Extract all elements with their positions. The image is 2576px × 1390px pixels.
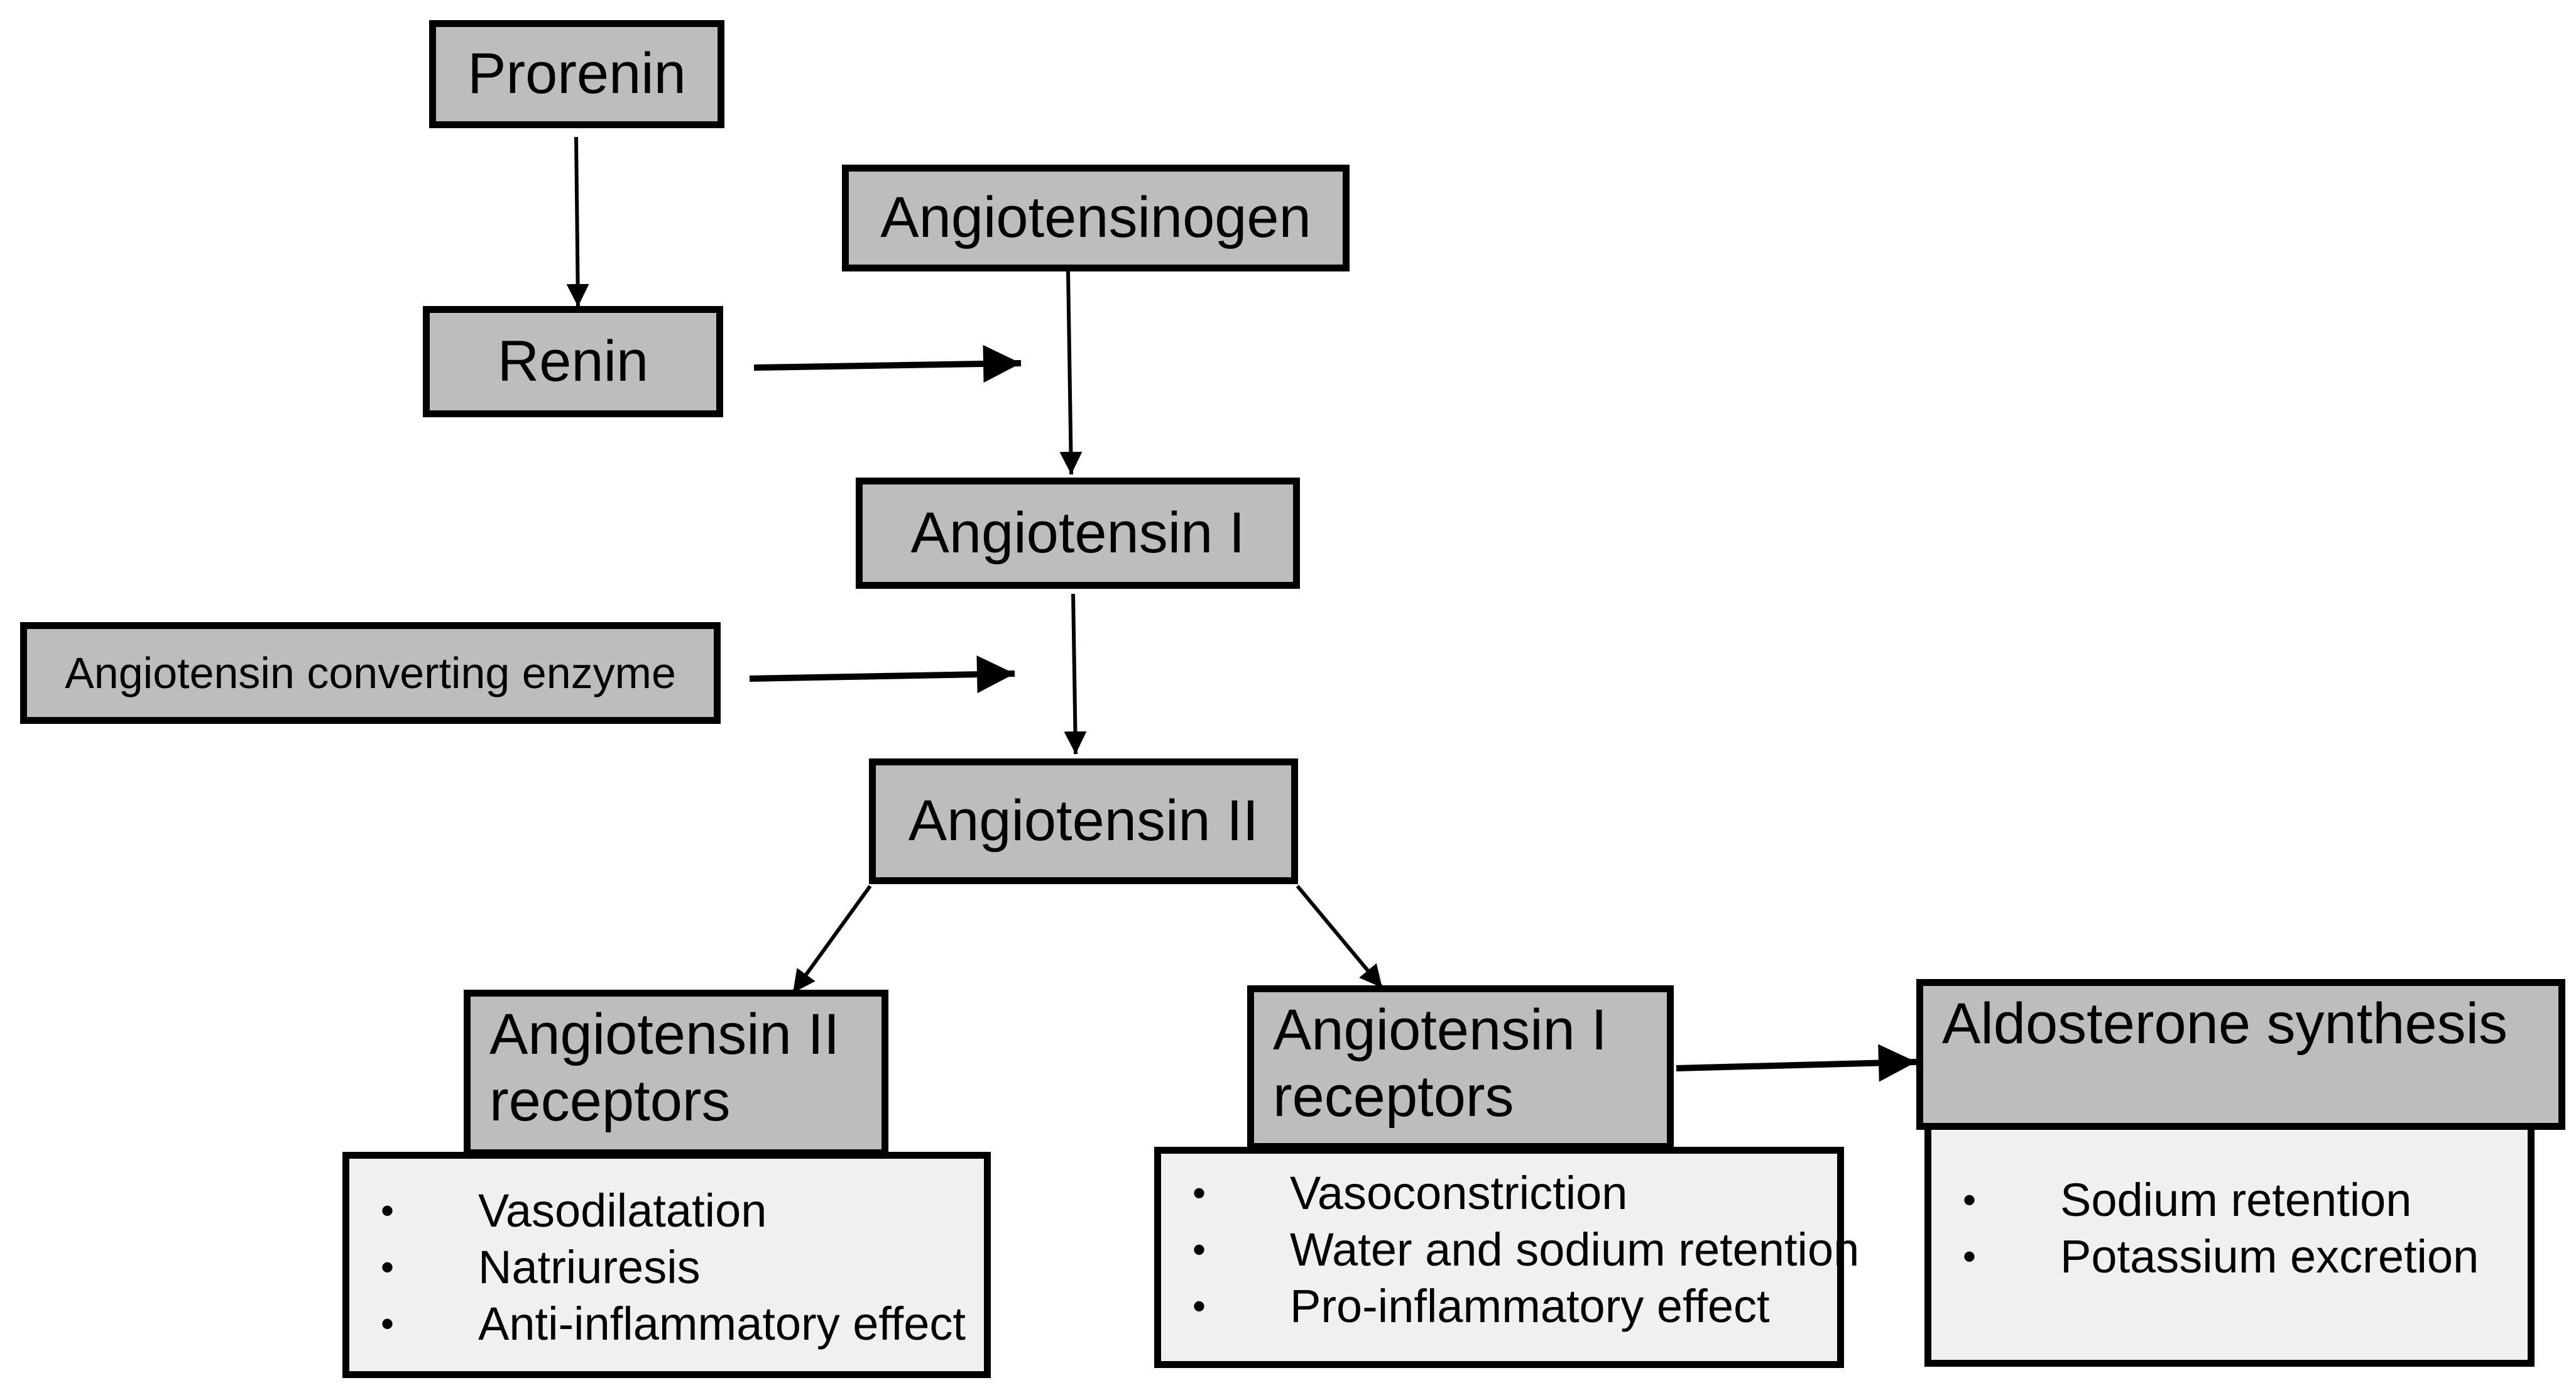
arrow-renin-to-pathway [753,344,1022,383]
prorenin-box: Prorenin [429,20,724,128]
effect-item: • Sodium retention [1931,1172,2528,1229]
angiotensinogen-label: Angiotensinogen [880,185,1311,250]
effect-item: • Vasodilatation [349,1183,984,1239]
angiotensin-2-label: Angiotensin II [908,789,1259,853]
aldosterone-effects-box: • Sodium retention • Potassium excretion [1924,1123,2535,1367]
bullet: • [1963,1235,1977,1278]
bullet: • [1192,1229,1206,1271]
arrow-at1-receptors-to-aldosterone [1676,1044,1917,1082]
effect-label: Natriuresis [478,1241,701,1293]
effect-item: • Vasoconstriction [1161,1165,1837,1222]
effect-item: • Potassium excretion [1931,1229,2528,1285]
arrow-angiotensinogen-to-angiotensin-1 [1059,271,1083,475]
effect-label: Vasodilatation [478,1185,767,1237]
arrow-angiotensin-2-to-at2-receptors [791,885,872,994]
effect-item: • Pro-inflammatory effect [1161,1278,1837,1335]
ace-label: Angiotensin converting enzyme [65,648,676,698]
at2-receptors-label: Angiotensin II receptors [489,1002,840,1133]
ace-box: Angiotensin converting enzyme [20,622,721,724]
bullet: • [1963,1179,1977,1221]
arrow-angiotensin-2-to-at1-receptors [1296,885,1384,989]
effect-item: • Water and sodium retention [1161,1222,1859,1278]
effect-label: Vasoconstriction [1290,1167,1628,1219]
effect-label: Anti-inflammatory effect [478,1298,966,1350]
at2-effects-box: • Vasodilatation • Natriuresis • Anti-infla… [342,1152,991,1378]
effect-item: • Anti-inflammatory effect [349,1296,984,1352]
at1-receptors-label: Angiotensin I receptors [1273,998,1607,1129]
angiotensin-1-label: Angiotensin I [910,500,1245,565]
angiotensin-2-box: Angiotensin II [869,758,1298,884]
aldosterone-box: Aldosterone synthesis [1916,979,2565,1130]
angiotensinogen-box: Angiotensinogen [842,165,1350,271]
at2-effects-list: • Vasodilatation • Natriuresis • Anti-infla… [349,1183,984,1352]
aldosterone-effects-list: • Sodium retention • Potassium excretion [1931,1172,2528,1285]
at1-effects-list: • Vasoconstriction • Water and sodium rete… [1161,1165,1859,1335]
effect-label: Water and sodium retention [1290,1223,1860,1276]
renin-box: Renin [423,306,723,417]
effect-label: Sodium retention [2060,1174,2412,1226]
bullet: • [381,1190,395,1232]
arrow-angiotensin-1-to-angiotensin-2 [1064,593,1087,755]
bullet: • [1192,1285,1206,1327]
at1-effects-box: • Vasoconstriction • Water and sodium rete… [1154,1147,1859,1368]
aldosterone-label: Aldosterone synthesis [1942,992,2508,1056]
bullet: • [381,1246,395,1288]
angiotensin-1-box: Angiotensin I [856,478,1300,589]
bullet: • [1192,1172,1206,1214]
bullet: • [381,1303,395,1345]
prorenin-label: Prorenin [467,41,686,106]
renin-label: Renin [497,329,649,393]
arrow-prorenin-to-renin [566,136,589,307]
arrow-ace-to-pathway [749,655,1015,694]
at1-receptors-box: Angiotensin I receptors [1247,985,1674,1150]
effect-item: • Natriuresis [349,1239,984,1296]
effect-label: Pro-inflammatory effect [1290,1280,1770,1332]
effect-label: Potassium excretion [2060,1230,2479,1283]
at2-receptors-box: Angiotensin II receptors [464,990,888,1156]
